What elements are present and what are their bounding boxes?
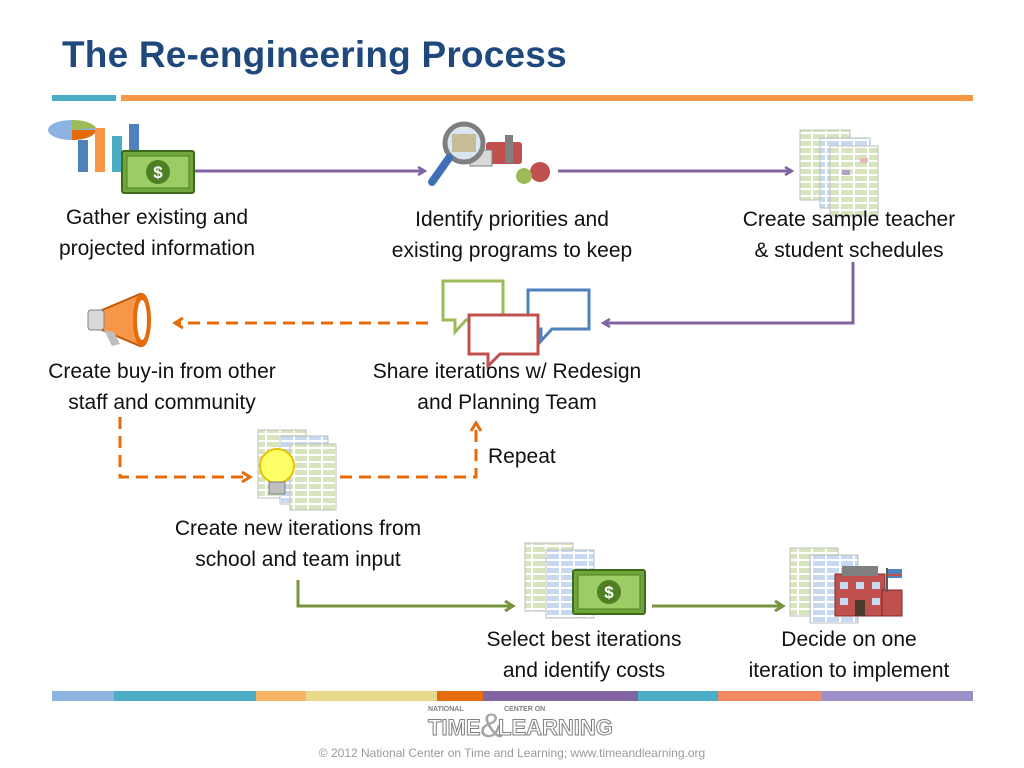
step-identify-label: Identify priorities and existing program… bbox=[372, 204, 652, 266]
svg-text:$: $ bbox=[153, 163, 163, 182]
step-share-line1: Share iterations w/ Redesign bbox=[372, 360, 642, 383]
svg-text:$: $ bbox=[604, 583, 614, 602]
speech-bubbles-icon bbox=[441, 279, 591, 370]
step-select-line1: Select best iterations bbox=[486, 628, 682, 651]
step-new-iterations-line2: school and team input bbox=[195, 548, 401, 571]
arrow-buyin-to-new bbox=[118, 417, 249, 477]
bottom-color-bar bbox=[52, 691, 973, 701]
step-select-line2: and identify costs bbox=[502, 659, 666, 682]
step-buyin-label: Create buy-in from other staff and commu… bbox=[20, 356, 304, 418]
bottom-bar-seg bbox=[52, 691, 114, 701]
step-buyin-line2: staff and community bbox=[68, 391, 256, 414]
step-share-label: Share iterations w/ Redesign and Plannin… bbox=[347, 356, 667, 418]
bottom-bar-seg bbox=[437, 691, 483, 701]
bottom-bar-seg bbox=[638, 691, 718, 701]
step-select-label: Select best iterations and identify cost… bbox=[464, 624, 704, 686]
logo-word-time: TIME bbox=[428, 715, 482, 741]
logo-top-left: NATIONAL bbox=[428, 706, 464, 713]
repeat-label: Repeat bbox=[488, 445, 556, 468]
bottom-bar-seg bbox=[256, 691, 306, 701]
step-new-iterations-line1: Create new iterations from bbox=[174, 517, 422, 540]
chart-money-icon: $ bbox=[48, 119, 195, 194]
lightbulb-sheets-icon bbox=[257, 429, 337, 511]
step-schedules-line1: Create sample teacher bbox=[742, 208, 956, 231]
arrow-new-to-select bbox=[296, 580, 512, 606]
logo-word-learning: LEARNING bbox=[498, 715, 614, 741]
step-new-iterations-label: Create new iterations from school and te… bbox=[148, 513, 448, 575]
step-schedules-line2: & student schedules bbox=[754, 239, 944, 262]
logo-ampersand: & bbox=[480, 707, 503, 745]
step-gather-label: Gather existing and projected informatio… bbox=[22, 202, 292, 264]
step-schedules-label: Create sample teacher & student schedule… bbox=[720, 204, 978, 266]
step-identify-line1: Identify priorities and bbox=[415, 208, 609, 231]
sheets-money-icon: $ bbox=[524, 542, 646, 619]
step-gather-line1: Gather existing and bbox=[65, 206, 249, 229]
bottom-bar-seg bbox=[306, 691, 437, 701]
bottom-bar-seg bbox=[483, 691, 638, 701]
bottom-bar-seg bbox=[114, 691, 256, 701]
school-building-icon bbox=[789, 547, 903, 624]
bottom-bar-seg bbox=[822, 691, 973, 701]
step-decide-line2: iteration to implement bbox=[748, 659, 950, 682]
bottom-bar-seg bbox=[718, 691, 822, 701]
magnifier-icon bbox=[428, 121, 550, 186]
logo-top-right: CENTER ON bbox=[504, 706, 546, 713]
step-decide-line1: Decide on one bbox=[781, 628, 917, 651]
step-buyin-line1: Create buy-in from other bbox=[48, 360, 276, 383]
slide-title: The Re-engineering Process bbox=[62, 34, 567, 75]
step-identify-line2: existing programs to keep bbox=[391, 239, 633, 262]
copyright-footer: © 2012 National Center on Time and Learn… bbox=[318, 746, 706, 760]
ncotl-logo: NATIONAL CENTER ON TIME & LEARNING bbox=[424, 706, 614, 745]
arrow-repeat-to-share bbox=[340, 424, 476, 479]
title-accent-teal bbox=[52, 95, 116, 101]
schedule-sheets-icon bbox=[799, 129, 879, 217]
arrow-schedules-to-share bbox=[604, 262, 855, 323]
title-accent-orange bbox=[121, 95, 973, 101]
step-decide-label: Decide on one iteration to implement bbox=[722, 624, 976, 686]
step-share-line2: and Planning Team bbox=[417, 391, 597, 414]
megaphone-icon bbox=[87, 292, 151, 348]
step-gather-line2: projected information bbox=[58, 237, 256, 260]
